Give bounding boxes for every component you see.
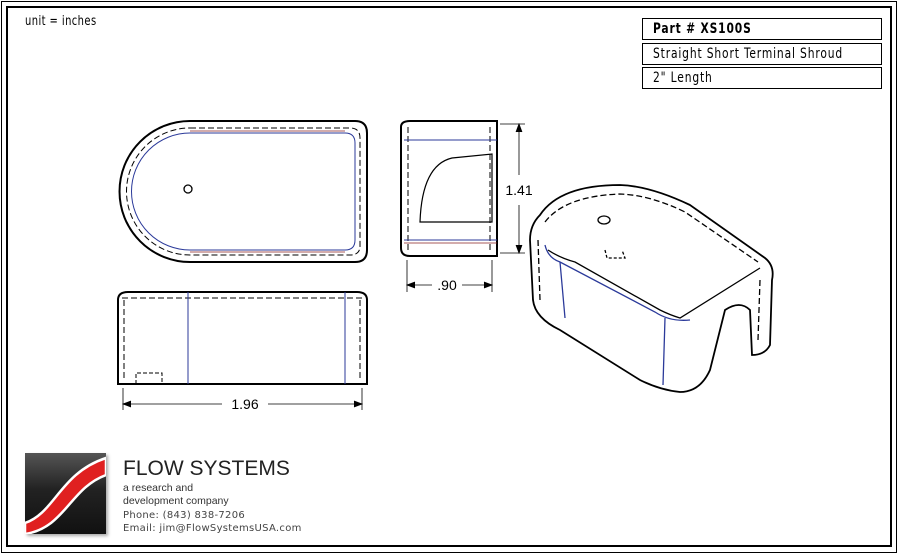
front-view xyxy=(117,291,368,385)
dimension-lines xyxy=(121,122,525,410)
flow-systems-logo xyxy=(25,453,106,534)
company-phone: Phone: (843) 838-7206 xyxy=(123,510,246,521)
title-block-length: 2" Length xyxy=(642,67,882,89)
isometric-view xyxy=(529,184,774,393)
top-view xyxy=(118,120,368,263)
sheet-inner-border xyxy=(6,6,892,547)
company-tagline-2: development company xyxy=(123,495,229,507)
dimension-length: 1.96 xyxy=(231,396,258,412)
company-name: FLOW SYSTEMS xyxy=(123,457,290,480)
title-block-description: Straight Short Terminal Shroud xyxy=(642,43,882,65)
company-email: Email: jim@FlowSystemsUSA.com xyxy=(123,523,302,534)
company-tagline-1: a research and xyxy=(123,482,194,494)
dimension-height: 1.41 xyxy=(505,182,532,198)
dimension-width: .90 xyxy=(437,277,457,293)
unit-note: unit = inches xyxy=(25,14,97,29)
side-view xyxy=(400,120,498,257)
title-block-part-number: Part # XS100S xyxy=(642,18,882,40)
